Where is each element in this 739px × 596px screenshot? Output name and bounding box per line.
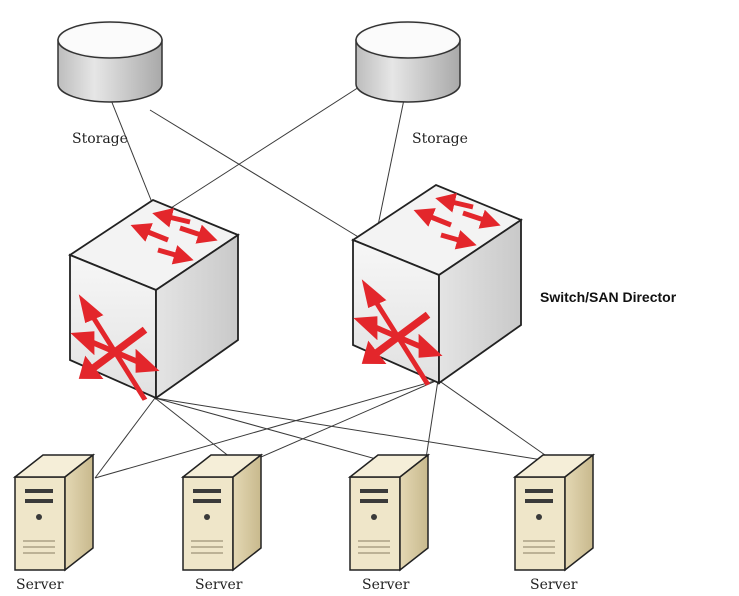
server-2 bbox=[180, 453, 264, 572]
server-label-4: Server bbox=[530, 577, 578, 593]
storage-label-1: Storage bbox=[72, 131, 128, 147]
storage-cylinder-2 bbox=[355, 21, 461, 103]
storage-cylinder-1 bbox=[57, 21, 163, 103]
server-3 bbox=[347, 453, 431, 572]
storage-label-2: Storage bbox=[412, 131, 468, 147]
switch-cube-1 bbox=[68, 198, 240, 402]
switch-2-server-links bbox=[94, 379, 556, 479]
servers-row: Server Server Server Server bbox=[12, 453, 596, 593]
switch-cube-2 bbox=[351, 183, 523, 387]
switch-caption: Switch/SAN Director bbox=[540, 289, 677, 305]
server-1 bbox=[12, 453, 96, 572]
server-label-3: Server bbox=[362, 577, 410, 593]
switch-1-server-links bbox=[94, 397, 556, 479]
server-4 bbox=[512, 453, 596, 572]
connections bbox=[94, 79, 556, 479]
server-label-2: Server bbox=[195, 577, 243, 593]
server-label-1: Server bbox=[16, 577, 64, 593]
